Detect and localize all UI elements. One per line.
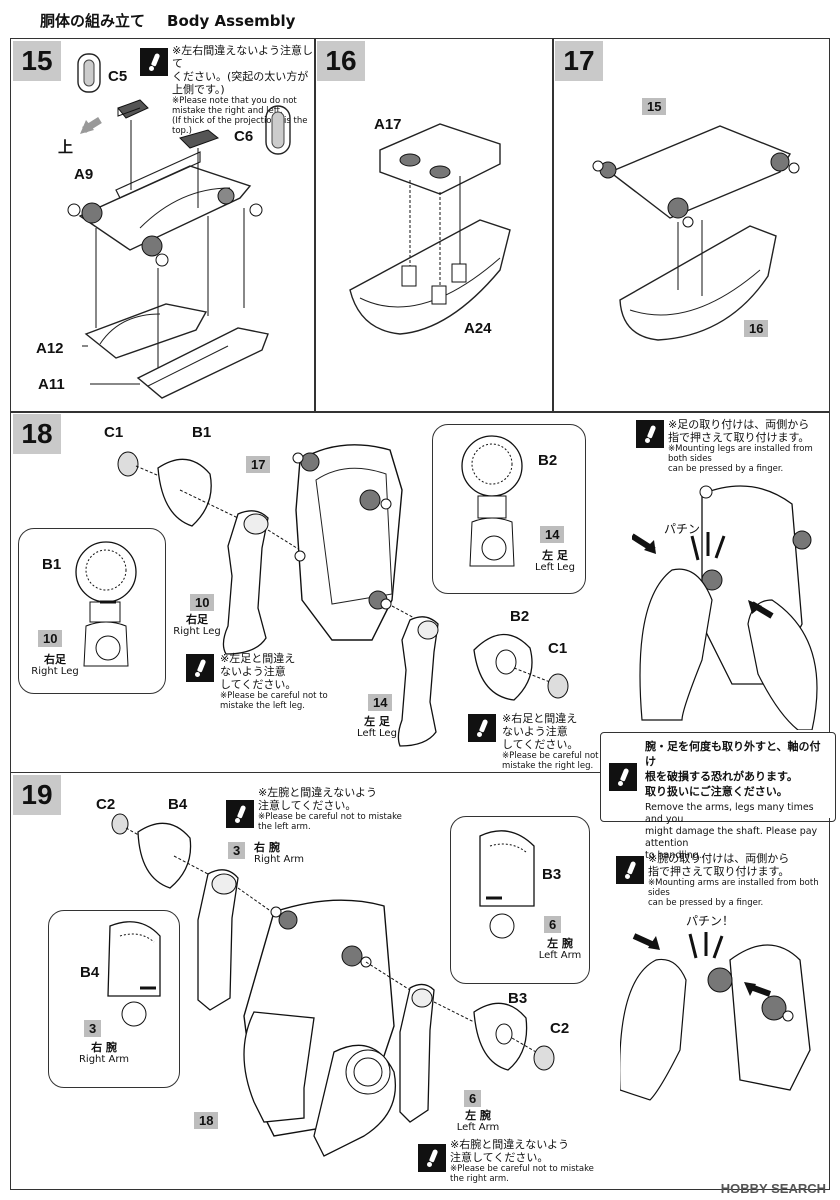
part-label: B2 bbox=[510, 608, 530, 625]
part-label: B4 bbox=[80, 964, 100, 981]
step15-drawing bbox=[67, 53, 291, 399]
ref-tag: 16 bbox=[744, 320, 769, 337]
caution-box: 腕・足を何度も取り外すと、軸の付け 根を破損する恐れがあります。 取り扱いにご注… bbox=[600, 732, 836, 861]
ref-tag: 10 bbox=[190, 594, 215, 611]
b2-detail-drawing bbox=[461, 435, 523, 567]
part-label: 上 bbox=[58, 139, 74, 156]
part-label: A17 bbox=[374, 116, 402, 133]
ref-tag: 18 bbox=[194, 1112, 219, 1129]
part-label: A9 bbox=[74, 166, 94, 183]
caution-icon bbox=[186, 654, 214, 682]
caution-icon bbox=[468, 714, 496, 742]
ref-tag: 14 bbox=[368, 694, 393, 711]
step-18-panel: 18 bbox=[10, 411, 830, 773]
caution-jp: 腕・足を何度も取り外すと、軸の付け 根を破損する恐れがあります。 取り扱いにご注… bbox=[645, 740, 821, 798]
ref-tag: 10 bbox=[38, 630, 63, 647]
part-label: A24 bbox=[464, 320, 492, 337]
leg-mount-drawing bbox=[632, 485, 818, 730]
caution-icon bbox=[140, 48, 168, 76]
step-number: 16 bbox=[317, 41, 365, 81]
step-number: 15 bbox=[13, 41, 61, 81]
part-label: C2 bbox=[550, 1020, 570, 1037]
part-label: B2 bbox=[538, 452, 558, 469]
ref-tag: 6 bbox=[464, 1090, 482, 1107]
part-label: B3 bbox=[542, 866, 562, 883]
part-label: B1 bbox=[42, 556, 62, 573]
step18-note-left: ※左足と間違え ないよう注意 してください。 ※Please be carefu… bbox=[220, 652, 328, 711]
part-label: B3 bbox=[508, 990, 528, 1007]
step18-drawing bbox=[117, 444, 439, 747]
left-arm-label: 左 腕 Left Arm bbox=[538, 937, 582, 962]
title-jp: 胴体の組み立て bbox=[40, 12, 146, 30]
caution-icon bbox=[418, 1144, 446, 1172]
ref-tag: 15 bbox=[642, 98, 667, 115]
step-17-panel: 17 bbox=[552, 38, 830, 413]
snap-sound-text: パチン！ bbox=[664, 522, 713, 536]
b4-detail-drawing bbox=[107, 921, 161, 1027]
part-label: C1 bbox=[104, 424, 124, 441]
step17-drawing bbox=[592, 125, 800, 341]
right-arm-label: 右 腕 Right Arm bbox=[254, 841, 305, 866]
step-15-panel: 15 bbox=[10, 38, 316, 413]
b1-detail-drawing bbox=[75, 541, 137, 667]
caution-icon bbox=[226, 800, 254, 828]
part-label: C2 bbox=[96, 796, 116, 813]
arm-mount-drawing bbox=[620, 932, 811, 1101]
step-19-panel: 19 bbox=[10, 772, 600, 1190]
ref-tag: 3 bbox=[228, 842, 246, 859]
leg-mount-note: ※足の取り付けは、両側から 指で押さえて取り付けます。 ※Mounting le… bbox=[668, 418, 813, 474]
caution-icon bbox=[616, 856, 644, 884]
right-leg-label: 右足 Right Leg bbox=[173, 613, 221, 638]
right-leg-label: 右足 Right Leg bbox=[31, 653, 79, 678]
ref-tag: 14 bbox=[540, 526, 565, 543]
step18-note-right: ※右足と間違え ないよう注意 してください。 ※Please be carefu… bbox=[502, 712, 610, 771]
ref-tag: 3 bbox=[84, 1020, 102, 1037]
ref-tag: 17 bbox=[246, 456, 271, 473]
page-title: 胴体の組み立て Body Assembly bbox=[40, 10, 295, 31]
title-en: Body Assembly bbox=[167, 12, 296, 30]
step19-drawing bbox=[111, 813, 555, 1157]
step-number: 18 bbox=[13, 414, 61, 454]
part-label: C1 bbox=[548, 640, 568, 657]
step-16-panel: 16 bbox=[314, 38, 554, 413]
left-arm-label: 左 腕 Left Arm bbox=[456, 1109, 500, 1134]
part-label: C5 bbox=[108, 68, 128, 85]
right-arm-label: 右 腕 Right Arm bbox=[78, 1041, 130, 1066]
step16-drawing bbox=[349, 123, 511, 335]
part-label: B1 bbox=[192, 424, 212, 441]
caution-icon bbox=[636, 420, 664, 448]
note-en: ※Please note that you do not mistake the… bbox=[172, 96, 308, 136]
part-label: A12 bbox=[36, 340, 64, 357]
ref-tag: 6 bbox=[544, 916, 562, 933]
step-19-panel-right bbox=[600, 818, 830, 1190]
caution-icon bbox=[609, 763, 637, 791]
step15-note: ※左右間違えないよう注意して ください。(突起の太い方が上側です。) ※Plea… bbox=[172, 44, 314, 136]
arm-mount-note: ※腕の取り付けは、両側から 指で押さえて取り付けます。 ※Mounting ar… bbox=[648, 852, 819, 908]
part-label: A11 bbox=[38, 376, 65, 393]
part-label: C6 bbox=[234, 128, 254, 145]
hobby-search-logo: HOBBY SEARCH bbox=[720, 1181, 826, 1196]
step19-note-right: ※右腕と間違えないよう 注意してください。 ※Please be careful… bbox=[450, 1138, 594, 1184]
snap-sound-text: パチン！ bbox=[686, 914, 735, 928]
b2-c1-drawing bbox=[473, 633, 569, 701]
b3-detail-drawing bbox=[479, 830, 535, 939]
step19-note-left: ※左腕と間違えないよう 注意してください。 ※Please be careful… bbox=[258, 786, 402, 832]
step-number: 19 bbox=[13, 775, 61, 815]
left-leg-label: 左 足 Left Leg bbox=[535, 549, 575, 574]
note-jp: ※左右間違えないよう注意して ください。(突起の太い方が上側です。) bbox=[172, 44, 313, 96]
part-label: B4 bbox=[168, 796, 188, 813]
step-number: 17 bbox=[555, 41, 603, 81]
caution-en: Remove the arms, legs many times and you… bbox=[645, 802, 818, 861]
left-leg-label: 左 足 Left Leg bbox=[357, 715, 397, 740]
